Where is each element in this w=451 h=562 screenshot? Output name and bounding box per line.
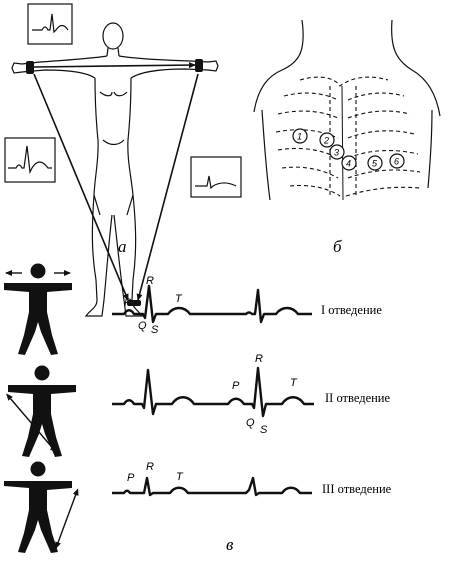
ecg-trace-lead-3: P R T III отведение bbox=[112, 461, 392, 497]
lead-1-wave-q: Q bbox=[138, 320, 147, 332]
lead-1-wave-p: P bbox=[124, 297, 132, 309]
lead-2-wave-q: Q bbox=[246, 417, 255, 429]
lead-1-label: I отведение bbox=[321, 303, 382, 317]
electrode-v2: 2 bbox=[319, 132, 335, 148]
panel-c: P R Q S T I отведение P R Q S T II отвед… bbox=[4, 263, 392, 554]
electrode-v5-label: 5 bbox=[372, 159, 378, 169]
silhouette-lead-1 bbox=[4, 263, 72, 355]
electrode-v4-label: 4 bbox=[346, 159, 351, 169]
lead-1-wave-s: S bbox=[151, 324, 159, 336]
lead-2-wave-p: P bbox=[232, 380, 240, 392]
silhouette-lead-3 bbox=[4, 461, 79, 553]
lead-2-arrow bbox=[6, 393, 57, 453]
inset-ecg-lead-3 bbox=[190, 156, 242, 198]
electrode-v1-label: 1 bbox=[297, 132, 302, 142]
electrode-v5: 5 bbox=[367, 155, 383, 171]
ecg-trace-lead-2: P R Q S T II отведение bbox=[112, 353, 390, 436]
lead-3-wave-r: R bbox=[146, 461, 154, 473]
lead-2-wave-t: T bbox=[290, 377, 298, 389]
electrode-v1: 1 bbox=[292, 128, 308, 144]
lead-2-label: II отведение bbox=[325, 391, 390, 405]
electrode-v4: 4 bbox=[341, 155, 357, 171]
lead-wires bbox=[33, 62, 199, 301]
lead-3-wave-t: T bbox=[176, 471, 184, 483]
lead-1-wave-r: R bbox=[146, 275, 154, 287]
outline-body-figure bbox=[11, 22, 219, 317]
lead-2-wave-s: S bbox=[260, 424, 268, 436]
chest-electrodes: 1 2 3 4 5 6 bbox=[292, 128, 405, 171]
panel-b: 1 2 3 4 5 6 б bbox=[253, 19, 441, 256]
chest-outline bbox=[253, 19, 441, 201]
caption-b: б bbox=[333, 237, 342, 256]
electrode-v3-label: 3 bbox=[334, 148, 339, 158]
limb-electrodes bbox=[26, 59, 203, 306]
inset-ecg-lead-2 bbox=[4, 137, 56, 183]
ecg-trace-lead-1: P R Q S T I отведение bbox=[112, 275, 382, 336]
lead-3-wave-p: P bbox=[127, 472, 135, 484]
electrode-v3: 3 bbox=[329, 144, 345, 160]
lead-3-label: III отведение bbox=[322, 482, 392, 496]
lead-2-wave-r: R bbox=[255, 353, 263, 365]
electrode-v6-label: 6 bbox=[394, 157, 399, 167]
lead-3-arrow bbox=[55, 488, 79, 549]
caption-c: в bbox=[226, 535, 234, 554]
caption-a: а bbox=[118, 237, 127, 256]
lead-1-wave-t: T bbox=[175, 293, 183, 305]
silhouette-lead-2 bbox=[6, 365, 76, 457]
inset-ecg-lead-1 bbox=[27, 3, 73, 45]
panel-a: а bbox=[4, 3, 242, 317]
electrode-v2-label: 2 bbox=[323, 136, 329, 146]
electrode-v6: 6 bbox=[389, 153, 405, 169]
